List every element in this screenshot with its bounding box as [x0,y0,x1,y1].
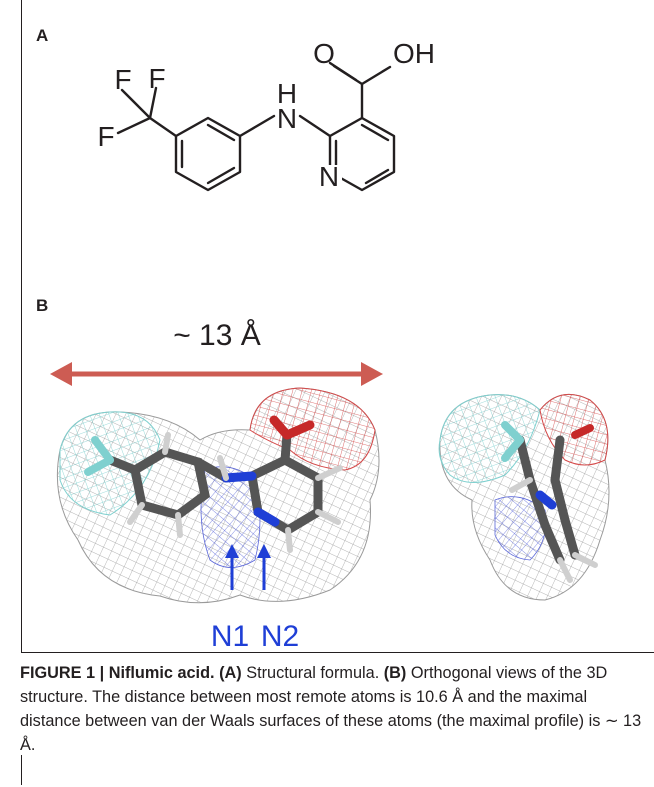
atom-f1: F [114,64,131,95]
atom-f3: F [97,121,114,152]
right-view-sticks [501,421,598,583]
caption-bar [21,755,22,785]
caption-b-text: Orthogonal views of the 3D structure. Th… [20,664,642,754]
atom-f2: F [148,63,165,94]
atom-oh: OH [393,38,435,69]
caption-a-text: Structural formula. [241,664,384,682]
molecule-3d-views: ~ 13 Å [50,319,610,652]
profile-label: ~ 13 Å [173,319,261,352]
caption-a-tag: (A) [219,664,242,682]
left-view-surface [56,387,380,604]
left-view-sticks [84,415,343,553]
panel-b-label: B [36,296,49,315]
structural-formula: F F F H N N O OH [97,38,435,192]
panel-a-label: A [36,26,49,45]
n-arrows [225,544,271,590]
benzene-ring [174,116,242,192]
profile-arrow [50,362,383,386]
figure-caption: FIGURE 1 | Niflumic acid. (A) Structural… [20,661,650,757]
atom-n-ring: N [319,161,339,192]
atom-h: H [277,78,297,109]
right-view-surface [438,393,610,601]
n2-label: N2 [261,620,299,652]
caption-figure-number: FIGURE 1 | Niflumic acid. [20,664,215,682]
n1-label: N1 [211,620,249,652]
atom-n-amine: N [277,103,297,134]
atom-o: O [313,38,335,69]
figure-frame [21,0,654,653]
caption-b-tag: (B) [383,664,407,682]
